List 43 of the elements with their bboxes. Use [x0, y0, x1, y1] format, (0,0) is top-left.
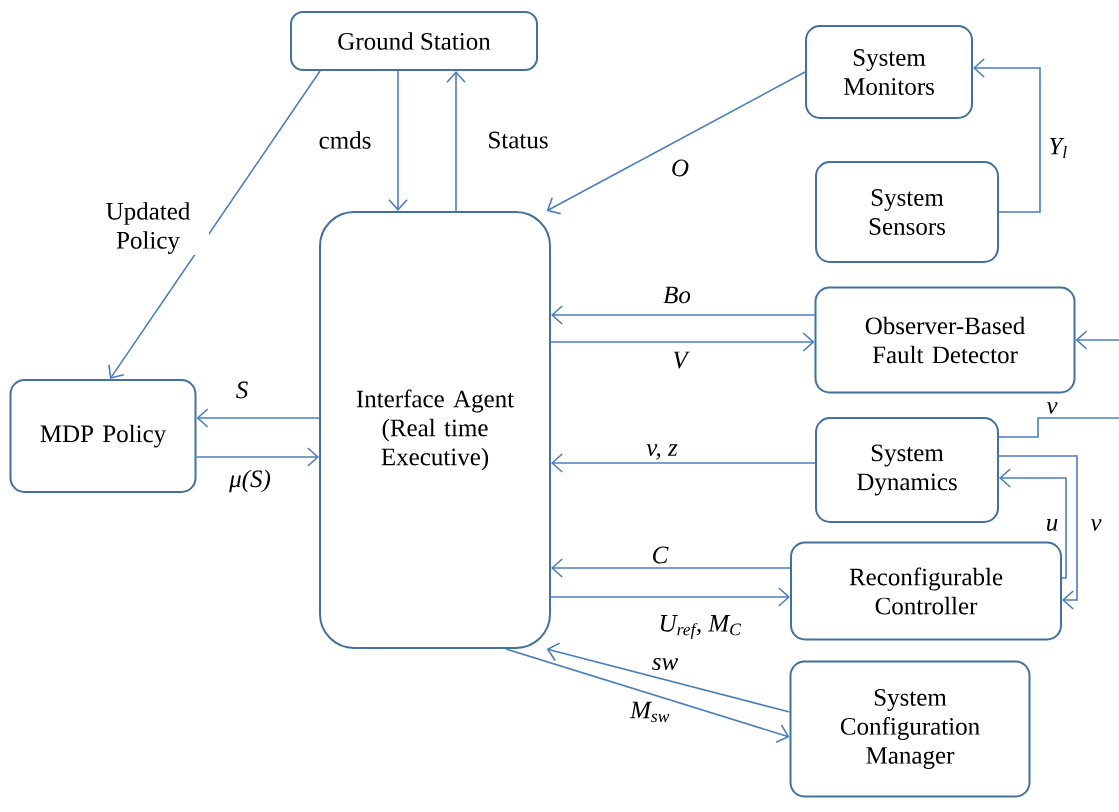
edge-label: sw: [650, 657, 680, 671]
edge-label: v: [1045, 401, 1059, 415]
arrow: [998, 455, 1078, 610]
arrow: [546, 71, 806, 215]
process-box: Observer-Based Fault Detector: [814, 286, 1076, 394]
arrow: [551, 558, 791, 578]
process-box: Ground Station: [290, 11, 538, 71]
process-box: System Configuration Manager: [789, 660, 1031, 798]
process-box: System Monitors: [805, 25, 973, 119]
process-box: MDP Policy: [9, 379, 197, 493]
edge-label: U$_{ref}$, M$_{C}$: [657, 614, 743, 640]
arrow: [388, 70, 408, 211]
arrow: [546, 642, 791, 713]
arrow: [551, 453, 816, 473]
agent-box: Interface Agent (Real time Executive): [319, 211, 551, 649]
arrow: [446, 71, 466, 212]
edge-label: C: [650, 545, 670, 565]
arrow: [550, 332, 815, 352]
arrow: [196, 408, 320, 428]
edge-label: Y$_{l}$: [1047, 136, 1069, 160]
arrow: [1075, 330, 1119, 350]
edge-label: Bo: [662, 285, 692, 305]
edge-label: u: [1044, 518, 1060, 532]
edge-label: Updated Policy: [87, 201, 209, 255]
edge-label: M$_{sw}$: [629, 700, 671, 724]
process-box: System Dynamics: [815, 417, 999, 523]
edge-label: v, z: [645, 443, 679, 461]
edge-label: cmds: [317, 130, 373, 150]
edge-label: O: [670, 158, 691, 178]
arrow: [108, 70, 321, 379]
edge-label: μ(S): [228, 468, 272, 494]
arrow: [999, 468, 1067, 579]
process-box: Reconfigurable Controller: [790, 541, 1062, 641]
edge-label: v: [1089, 518, 1103, 532]
arrow: [505, 648, 790, 744]
edge-label: Status: [486, 130, 550, 150]
edge-label: S: [234, 380, 250, 400]
arrow: [973, 58, 1041, 213]
process-box: System Sensors: [815, 161, 999, 263]
arrow: [195, 447, 319, 467]
edge-label: V: [671, 350, 691, 370]
arrow: [550, 587, 790, 607]
arrow: [551, 305, 816, 325]
